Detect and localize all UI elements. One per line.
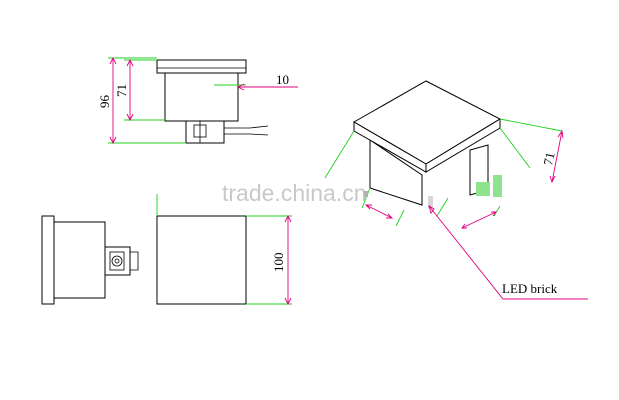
dim-side-body-height: 71 bbox=[114, 84, 129, 97]
rear-view-body bbox=[53, 221, 106, 299]
rear-view bbox=[41, 215, 139, 305]
isometric-view: 71 LED brick bbox=[324, 80, 588, 300]
side-view-lid bbox=[156, 59, 247, 74]
side-view-cable bbox=[224, 125, 269, 136]
iso-lid-side-right bbox=[425, 118, 501, 173]
dim-front-width: 100 bbox=[271, 253, 286, 273]
rear-view-connector bbox=[104, 246, 131, 276]
front-view-body bbox=[156, 215, 247, 305]
led-leader-line bbox=[428, 205, 588, 300]
front-view: 100 bbox=[156, 194, 292, 306]
dim-side-lid-thickness: 10 bbox=[276, 72, 289, 87]
watermark-text: trade.china.cn bbox=[222, 180, 366, 206]
dim-side-total-height: 96 bbox=[97, 95, 112, 109]
side-view-connector bbox=[185, 120, 225, 144]
side-view-body bbox=[164, 72, 239, 122]
side-view: 96 71 10 bbox=[97, 56, 298, 145]
dim-iso-height: 71 bbox=[540, 151, 557, 167]
rear-view-plate bbox=[41, 215, 55, 305]
led-brick-label: LED brick bbox=[502, 281, 558, 296]
